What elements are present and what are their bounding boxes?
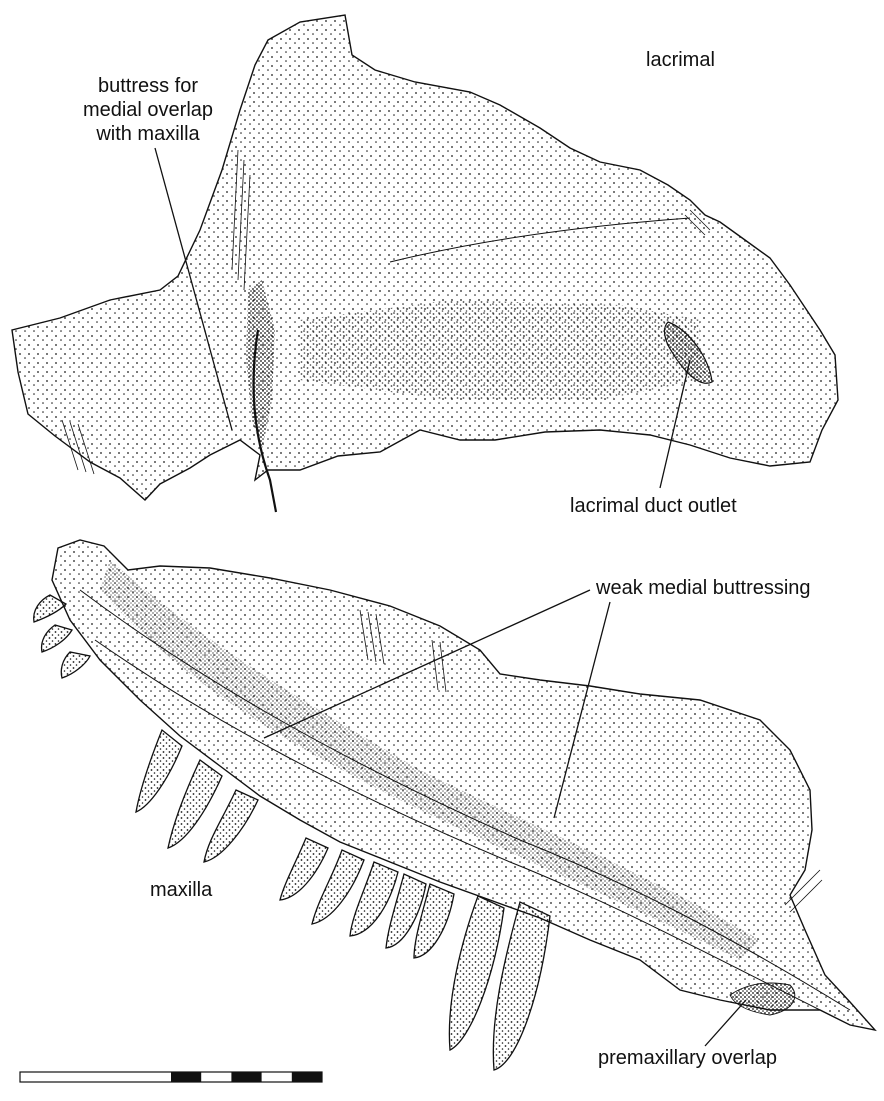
tooth — [493, 902, 550, 1070]
maxilla-bone — [34, 540, 875, 1070]
scale-bar — [20, 1072, 322, 1082]
tooth — [280, 838, 328, 900]
scale-bar-segment — [231, 1072, 261, 1082]
tooth — [204, 790, 258, 862]
tooth — [42, 625, 72, 652]
scale-bar-segment — [292, 1072, 322, 1082]
lacrimal-mid-shading — [300, 300, 700, 400]
label-buttress: buttress for medial overlap with maxilla — [48, 74, 248, 146]
label-premaxillary-overlap: premaxillary overlap — [598, 1046, 777, 1070]
tooth — [61, 652, 90, 678]
label-buttress-line1: buttress for — [48, 74, 248, 98]
tooth — [136, 730, 182, 812]
label-lacrimal: lacrimal — [646, 48, 715, 72]
label-lacrimal-duct-outlet: lacrimal duct outlet — [570, 494, 737, 518]
leader-premaxillary — [705, 1000, 746, 1046]
scale-bar-segment — [171, 1072, 201, 1082]
label-weak-medial-buttressing: weak medial buttressing — [596, 576, 811, 600]
label-buttress-line2: medial overlap — [48, 98, 248, 122]
label-buttress-line3: with maxilla — [48, 122, 248, 146]
label-maxilla: maxilla — [150, 878, 212, 902]
